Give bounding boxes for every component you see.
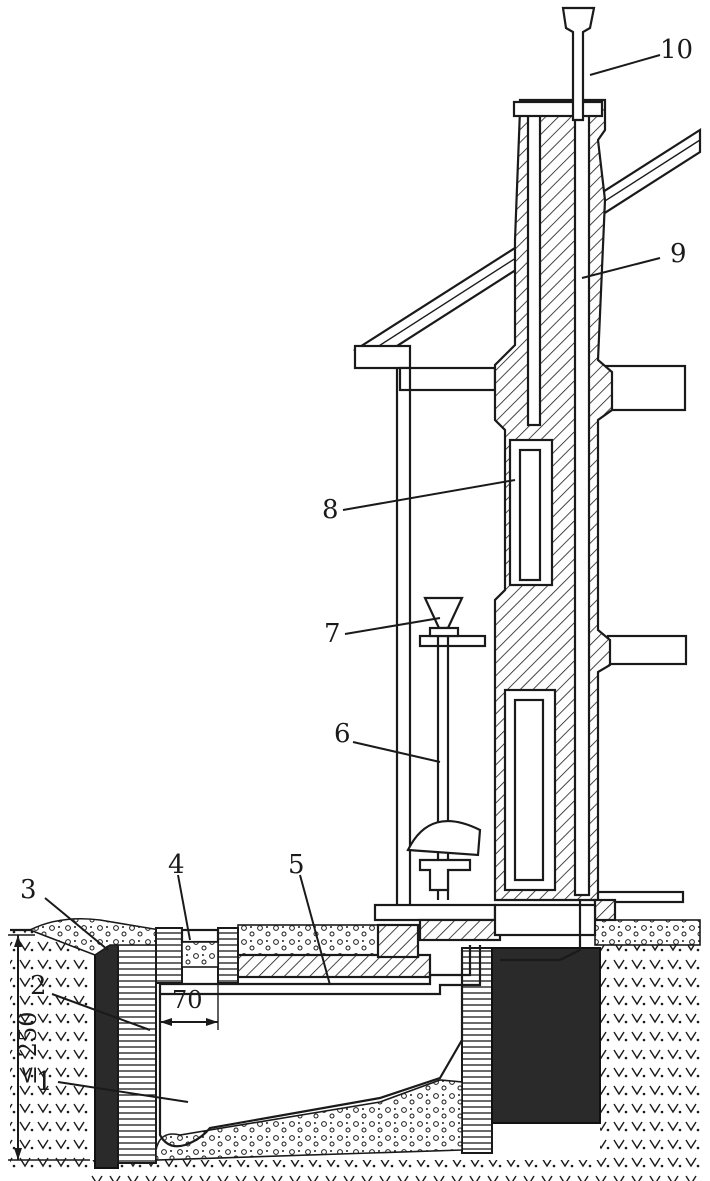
callout-8-heating-channel: 8 — [322, 495, 339, 525]
toilet-seat — [406, 820, 482, 892]
floor-base-blocks — [373, 900, 597, 962]
callout-6-down-pipe: 6 — [334, 719, 351, 749]
width-dimension-label: 70 — [172, 986, 203, 1014]
callout-4-cleanout-hatch: 4 — [168, 850, 185, 880]
callout-10-vent-pipe: 10 — [660, 35, 693, 65]
depth-dimension-label: ≤ 250 — [14, 1011, 42, 1085]
riser-column — [493, 98, 614, 902]
ventilation-duct — [160, 945, 482, 996]
leader-lines — [44, 54, 661, 1103]
room-wall — [395, 368, 412, 905]
ground — [10, 928, 700, 1181]
cleanout-hatch — [155, 927, 239, 984]
toilet-funnel — [423, 596, 464, 900]
cesspit — [94, 933, 601, 1169]
callout-1-pit: 1 — [36, 1067, 53, 1097]
callout-7-funnel: 7 — [324, 619, 341, 649]
surface-slab — [28, 898, 701, 979]
width-dimension — [160, 985, 219, 1030]
depth-dimension — [8, 934, 90, 1161]
callout-2-clay-lock: 2 — [30, 971, 47, 1001]
callout-9-exhaust-channel: 9 — [670, 239, 687, 269]
callout-3-blind-area: 3 — [20, 875, 37, 905]
vent-pipe — [561, 6, 596, 122]
callout-5-vent-duct: 5 — [288, 850, 305, 880]
